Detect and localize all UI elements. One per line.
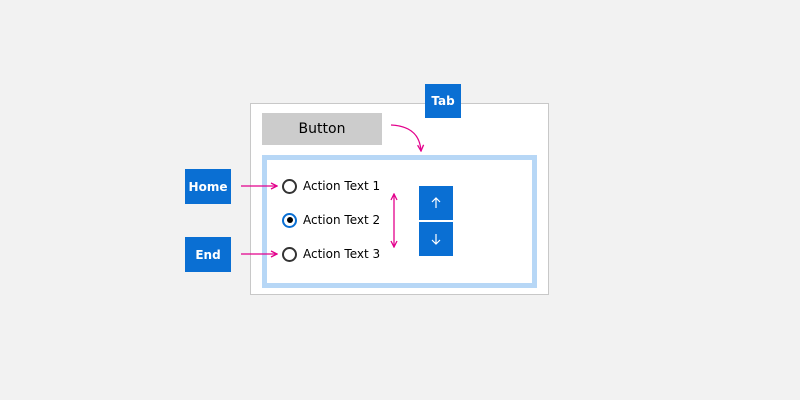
radio-option-1[interactable]: Action Text 1 [282,176,380,196]
button-label: Button [298,121,346,137]
radio-label: Action Text 3 [303,247,381,261]
radio-button-icon[interactable] [282,246,297,262]
end-key-label: End [185,237,231,272]
home-key-text: Home [188,179,228,194]
spin-down-button[interactable] [419,222,453,256]
end-key-text: End [195,247,221,262]
radio-option-3[interactable]: Action Text 3 [282,244,380,264]
tab-key-label: Tab [425,84,461,118]
radio-group-focus-box [262,155,537,288]
tab-key-text: Tab [431,94,455,108]
arrow-up-icon [431,197,441,208]
radio-label: Action Text 1 [303,179,381,193]
radio-label: Action Text 2 [303,213,381,227]
radio-button-selected-icon[interactable] [282,212,297,228]
spin-up-button[interactable] [419,186,453,220]
radio-button-icon[interactable] [282,178,297,194]
button[interactable]: Button [262,113,382,145]
home-key-label: Home [185,169,231,204]
tab-arrow [390,124,421,151]
radio-option-2[interactable]: Action Text 2 [282,210,380,230]
arrow-down-icon [431,234,441,245]
